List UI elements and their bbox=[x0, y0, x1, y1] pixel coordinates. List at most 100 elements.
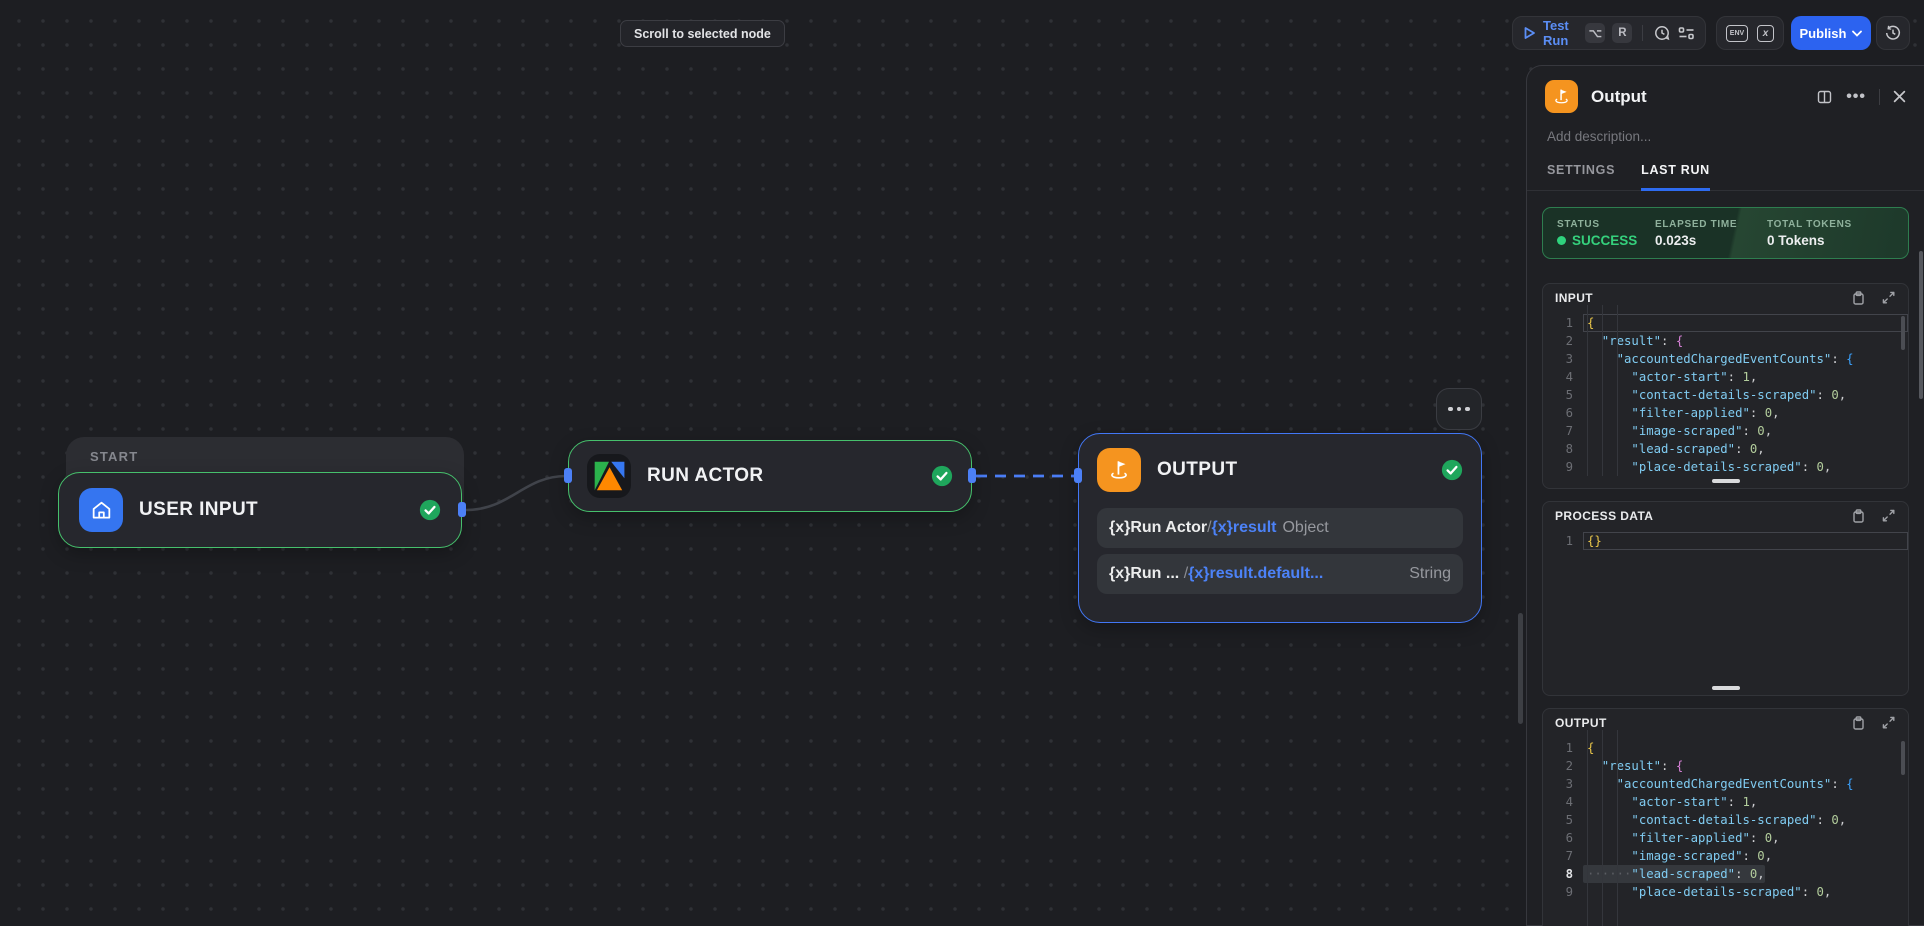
output-port-user-input[interactable] bbox=[458, 502, 466, 517]
expand-icon[interactable] bbox=[1881, 508, 1896, 523]
input-port-run-actor[interactable] bbox=[564, 468, 572, 483]
publish-button[interactable]: Publish bbox=[1791, 16, 1871, 50]
dot bbox=[1456, 406, 1462, 412]
tab-last-run[interactable]: LAST RUN bbox=[1641, 163, 1710, 191]
play-icon[interactable] bbox=[1523, 21, 1536, 45]
line-content: {} bbox=[1583, 532, 1908, 550]
test-run-toolbar[interactable]: Test Run ⌥ R bbox=[1512, 16, 1706, 50]
copy-icon[interactable] bbox=[1851, 508, 1866, 524]
panel-tabs: SETTINGS LAST RUN bbox=[1527, 163, 1924, 191]
tokens-label: TOTAL TOKENS bbox=[1767, 218, 1852, 230]
run-history-button[interactable] bbox=[1876, 16, 1910, 50]
mapping-source: {x}Run ... bbox=[1109, 565, 1184, 582]
line-number: 8 bbox=[1565, 867, 1573, 881]
code-horizontal-scrollbar[interactable] bbox=[1711, 479, 1740, 483]
code-editor[interactable]: 1{2 "result": {3 "accountedChargedEventC… bbox=[1543, 312, 1908, 476]
mapping-row-default[interactable]: {x}Run ... / {x}result.default... String bbox=[1097, 554, 1463, 594]
code-line: 1{ bbox=[1543, 739, 1908, 757]
test-run-button[interactable]: Test Run bbox=[1543, 18, 1569, 48]
edge-userinput-runactor[interactable] bbox=[465, 474, 567, 512]
variables-icon[interactable]: x bbox=[1757, 24, 1774, 42]
line-content: "place-details-scraped": 0, bbox=[1587, 460, 1832, 474]
publish-label: Publish bbox=[1799, 25, 1847, 41]
line-number: 1 bbox=[1565, 316, 1573, 330]
more-options-icon[interactable]: ••• bbox=[1846, 87, 1866, 105]
process-data-code-block: PROCESS DATA 1{} bbox=[1542, 501, 1909, 696]
code-vertical-scrollbar[interactable] bbox=[1901, 316, 1905, 350]
env-vars-icon[interactable]: ENV bbox=[1726, 24, 1748, 42]
status-label: STATUS bbox=[1557, 218, 1600, 230]
input-port-output[interactable] bbox=[1074, 468, 1082, 483]
tab-settings[interactable]: SETTINGS bbox=[1547, 163, 1616, 177]
scroll-to-node-tooltip: Scroll to selected node bbox=[620, 20, 785, 47]
code-line: 7 "image-scraped": 0, bbox=[1543, 422, 1908, 440]
expand-icon[interactable] bbox=[1881, 290, 1896, 305]
variables-toolbar: ENV x bbox=[1716, 16, 1784, 50]
line-content: "place-details-scraped": 0, bbox=[1587, 885, 1832, 899]
node-inspector-panel: Output ••• Add description... SETTINGS L… bbox=[1526, 65, 1924, 926]
panel-header: Output ••• bbox=[1545, 80, 1906, 113]
code-block-title: INPUT bbox=[1555, 291, 1593, 305]
code-horizontal-scrollbar[interactable] bbox=[1711, 686, 1740, 690]
input-code-block: INPUT 1{2 "result": {3 "accountedCharged… bbox=[1542, 283, 1909, 489]
expand-icon[interactable] bbox=[1881, 715, 1896, 730]
node-title: USER INPUT bbox=[139, 499, 259, 520]
line-content: "image-scraped": 0, bbox=[1587, 849, 1773, 863]
dot bbox=[1448, 406, 1453, 412]
run-status-card: STATUS SUCCESS ELAPSED TIME 0.023s TOTAL… bbox=[1542, 207, 1909, 259]
output-code-block: OUTPUT 1{2 "result": {3 "accountedCharge… bbox=[1542, 708, 1909, 926]
code-line: 2 "result": { bbox=[1543, 332, 1908, 350]
elapsed-value: 0.023s bbox=[1655, 232, 1697, 248]
copy-icon[interactable] bbox=[1851, 715, 1866, 731]
code-line: 6 "filter-applied": 0, bbox=[1543, 404, 1908, 422]
node-user-input[interactable]: USER INPUT bbox=[58, 472, 462, 548]
line-number: 4 bbox=[1565, 795, 1573, 809]
code-line: 7 "image-scraped": 0, bbox=[1543, 847, 1908, 865]
code-line: 4 "actor-start": 1, bbox=[1543, 368, 1908, 386]
canvas-vertical-scrollbar[interactable] bbox=[1518, 613, 1523, 724]
node-more-button[interactable] bbox=[1436, 388, 1482, 430]
flag-icon bbox=[1545, 80, 1578, 113]
mapping-reference: {x}result bbox=[1211, 519, 1277, 536]
apify-logo-icon bbox=[587, 454, 631, 498]
code-line: 9 "place-details-scraped": 0, bbox=[1543, 458, 1908, 476]
mapping-source: {x}Run Actor bbox=[1109, 519, 1208, 536]
line-content: "filter-applied": 0, bbox=[1587, 831, 1780, 845]
line-number: 8 bbox=[1565, 442, 1573, 456]
line-number: 1 bbox=[1565, 534, 1573, 548]
chevron-down-icon bbox=[1852, 30, 1863, 37]
line-number: 6 bbox=[1565, 831, 1573, 845]
node-run-actor[interactable]: RUN ACTOR bbox=[568, 440, 972, 512]
code-vertical-scrollbar[interactable] bbox=[1901, 741, 1905, 775]
output-port-run-actor[interactable] bbox=[968, 468, 976, 483]
divider bbox=[1879, 88, 1880, 105]
copy-icon[interactable] bbox=[1851, 290, 1866, 306]
code-editor[interactable]: 1 {} bbox=[1543, 530, 1908, 550]
node-output[interactable]: OUTPUT {x}Run Actor / {x}result Object {… bbox=[1078, 433, 1482, 623]
split-view-icon[interactable] bbox=[1816, 89, 1833, 105]
line-number: 4 bbox=[1565, 370, 1573, 384]
timer-run-icon[interactable] bbox=[1653, 21, 1671, 45]
elapsed-label: ELAPSED TIME bbox=[1655, 218, 1738, 230]
line-number: 1 bbox=[1565, 741, 1573, 755]
code-line: 5 "contact-details-scraped": 0, bbox=[1543, 386, 1908, 404]
line-content: "contact-details-scraped": 0, bbox=[1587, 813, 1847, 827]
panel-vertical-scrollbar[interactable] bbox=[1919, 251, 1923, 399]
line-number: 6 bbox=[1565, 406, 1573, 420]
line-content: "actor-start": 1, bbox=[1587, 795, 1758, 809]
mapping-row-result[interactable]: {x}Run Actor / {x}result Object bbox=[1097, 508, 1463, 548]
status-value: SUCCESS bbox=[1557, 233, 1655, 248]
line-number: 9 bbox=[1565, 885, 1573, 899]
code-line: 8······"lead-scraped": 0, bbox=[1543, 865, 1908, 883]
home-icon bbox=[79, 488, 123, 532]
description-input[interactable]: Add description... bbox=[1547, 129, 1652, 144]
close-icon[interactable] bbox=[1893, 90, 1906, 103]
mapping-type: String bbox=[1409, 565, 1451, 582]
node-title: OUTPUT bbox=[1157, 459, 1238, 480]
flag-icon bbox=[1097, 448, 1141, 492]
run-options-icon[interactable] bbox=[1678, 21, 1695, 45]
line-number: 3 bbox=[1565, 777, 1573, 791]
toolbar-divider bbox=[1642, 25, 1643, 41]
code-editor[interactable]: 1{2 "result": {3 "accountedChargedEventC… bbox=[1543, 737, 1908, 901]
